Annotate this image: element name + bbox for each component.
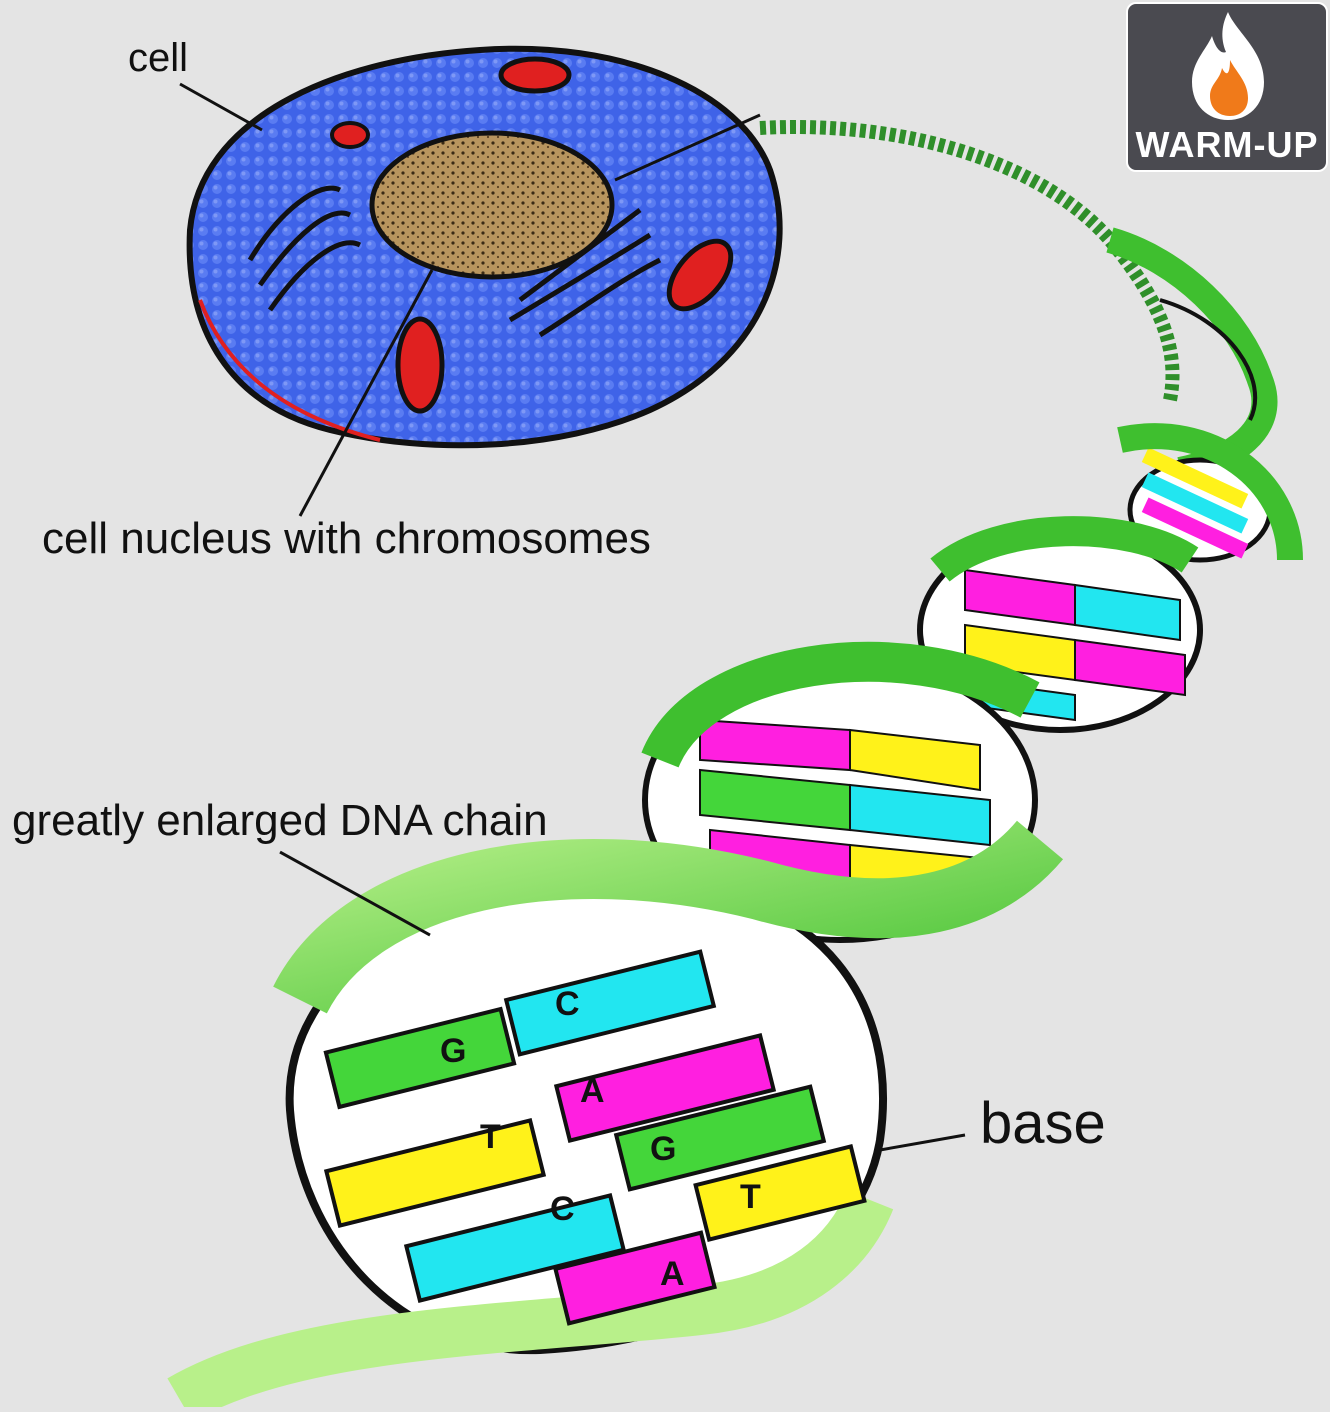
- nucleus: [372, 133, 612, 277]
- label-cell: cell: [128, 36, 188, 81]
- label-dna-chain: greatly enlarged DNA chain: [12, 796, 548, 846]
- chromatin-strand: [760, 127, 1173, 400]
- badge-label: WARM-UP: [1128, 124, 1326, 166]
- cell: [190, 49, 780, 446]
- base-letter: C: [550, 1190, 575, 1228]
- base-letter: G: [440, 1032, 466, 1070]
- base-letter: T: [740, 1178, 761, 1216]
- warm-up-badge: WARM-UP: [1126, 2, 1328, 172]
- base-letter: A: [580, 1072, 605, 1110]
- base-letter: C: [555, 985, 580, 1023]
- leader-line-base: [880, 1135, 965, 1150]
- base-letter: G: [650, 1130, 676, 1168]
- base-letter: T: [480, 1118, 501, 1156]
- label-base: base: [980, 1090, 1106, 1157]
- base-letter: A: [660, 1255, 685, 1293]
- flame-icon: [1186, 10, 1270, 122]
- leader-line-cell: [180, 84, 262, 130]
- label-nucleus: cell nucleus with chromosomes: [42, 514, 651, 564]
